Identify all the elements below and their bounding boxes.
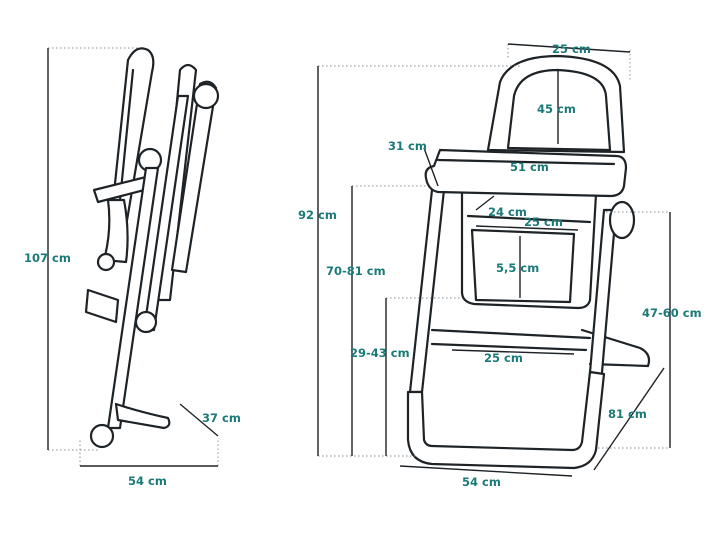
armrest-height-label: 47-60 cm	[642, 306, 702, 320]
folded-height-label: 107 cm	[24, 251, 71, 265]
open-chair-drawing	[406, 54, 651, 470]
seat-depth-label: 24 cm	[488, 205, 527, 219]
tray-width-label: 51 cm	[510, 160, 549, 174]
seat-pad-label: 5,5 cm	[496, 261, 539, 275]
folded-depth-label: 37 cm	[202, 411, 241, 425]
backrest-height-label: 45 cm	[537, 102, 576, 116]
leg-depth-label: 81 cm	[608, 407, 647, 421]
tray-depth-label: 31 cm	[388, 139, 427, 153]
footrest-width-label: 25 cm	[484, 351, 523, 365]
seat-width-label: 25 cm	[524, 215, 563, 229]
folded-chair-drawing	[84, 47, 220, 449]
base-width-label: 54 cm	[462, 475, 501, 489]
folded-width-label: 54 cm	[128, 474, 167, 488]
tray-height-label: 70-81 cm	[326, 264, 386, 278]
total-height-label: 92 cm	[298, 208, 337, 222]
backrest-top-width-label: 25 cm	[552, 42, 591, 56]
seat-height-label: 29-43 cm	[350, 346, 410, 360]
